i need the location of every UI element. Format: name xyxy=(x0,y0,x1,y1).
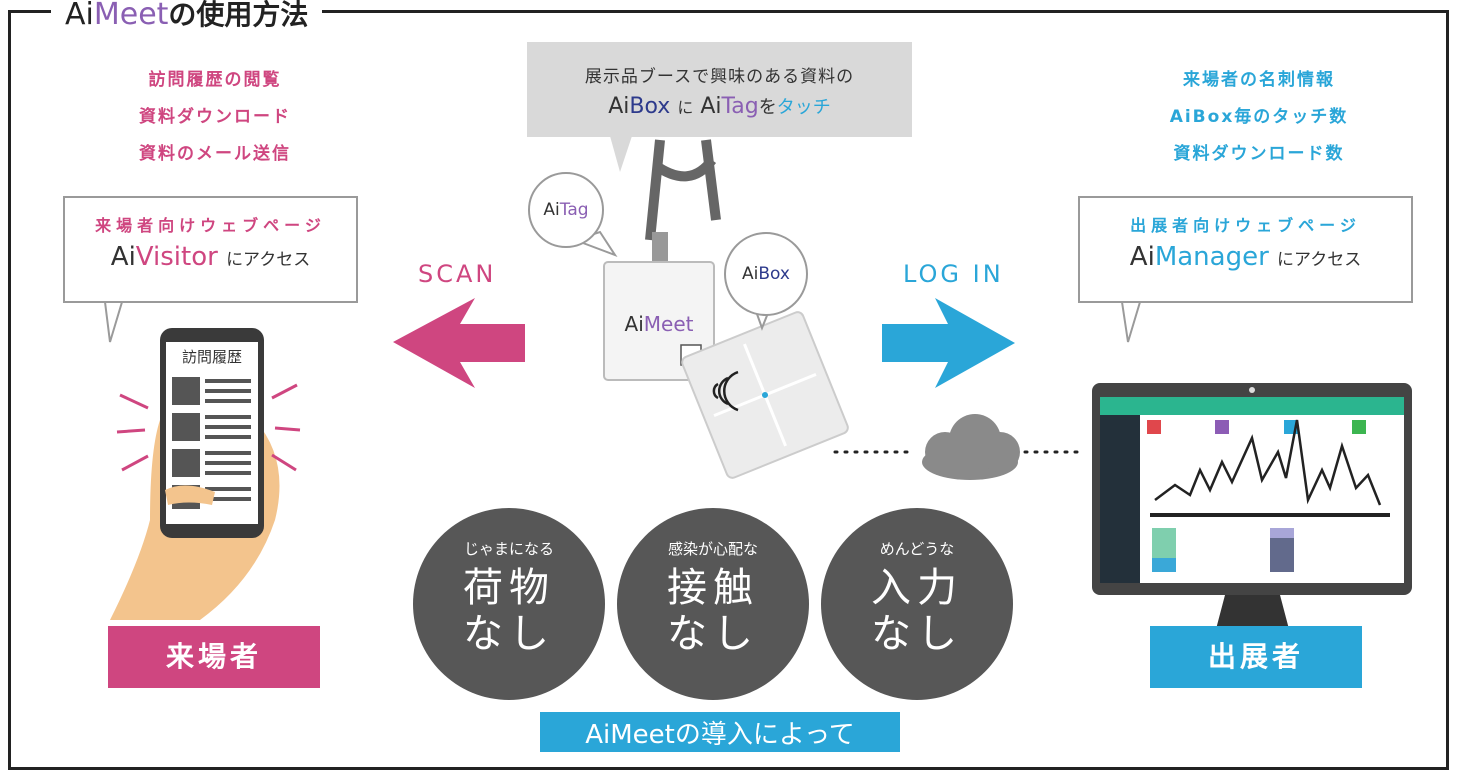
login-arrow-icon xyxy=(882,298,1015,388)
visitor-web-bubble: 来場者向けウェブページ AiVisitor にアクセス xyxy=(63,196,358,303)
visitor-bubble-access: AiVisitor にアクセス xyxy=(110,242,311,272)
vibration-lines-icon xyxy=(116,383,301,472)
aibox-bubble: AiBox xyxy=(724,232,808,316)
login-label: LOG IN xyxy=(903,260,1004,288)
visitor-role-label: 来場者 xyxy=(108,626,320,688)
benefit-circle: めんどうな 入力 なし xyxy=(821,508,1013,700)
monitor-stand xyxy=(1215,595,1290,633)
instruction-line: 展示品ブースで興味のある資料の xyxy=(584,67,855,87)
visitor-feature: 資料のメール送信 xyxy=(139,144,291,164)
intro-banner: AiMeetの導入によって xyxy=(540,712,900,752)
benefit-circle: じゃまになる 荷物 なし xyxy=(413,508,605,700)
visitor-features: 訪問履歴の閲覧 資料ダウンロード 資料のメール送信 xyxy=(60,62,370,173)
lanyard-strap xyxy=(645,139,721,241)
instruction-bubble-tail xyxy=(610,136,632,172)
visitor-bubble-tail xyxy=(103,301,124,343)
visitor-bubble-heading: 来場者向けウェブページ xyxy=(95,216,326,235)
lanyard-clip xyxy=(652,232,668,268)
visitor-feature: 訪問履歴の閲覧 xyxy=(148,70,282,90)
scan-label: SCAN xyxy=(418,260,497,288)
diagram-graphics xyxy=(103,136,1412,636)
aimeet-badge-logo: AiMeet xyxy=(624,312,694,336)
exhibitor-feature: 資料ダウンロード数 xyxy=(1173,144,1345,164)
phone-header: 訪問履歴 xyxy=(181,348,242,366)
dashboard-header xyxy=(1100,397,1404,415)
thumb-icon xyxy=(165,485,215,505)
scan-arrow-icon xyxy=(393,298,525,388)
instruction-bubble: 展示品ブースで興味のある資料の AiBox に AiTagをタッチ xyxy=(527,42,912,137)
aitag-bubble: AiTag xyxy=(528,172,604,248)
instruction-touch: AiBox に AiTagをタッチ xyxy=(608,94,831,119)
exhibitor-role-label: 出展者 xyxy=(1150,626,1362,688)
dashboard-sidebar xyxy=(1100,415,1140,583)
exhibitor-features: 来場者の名刺情報 AiBox毎のタッチ数 資料ダウンロード数 xyxy=(1104,62,1414,173)
cloud-icon xyxy=(922,414,1020,480)
aibox-device xyxy=(681,311,849,479)
exhibitor-bubble-heading: 出展者向けウェブページ xyxy=(1130,216,1361,235)
visitor-feature: 資料ダウンロード xyxy=(139,107,291,127)
exhibitor-bubble-access: AiManager にアクセス xyxy=(1129,242,1362,272)
exhibitor-web-bubble: 出展者向けウェブページ AiManager にアクセス xyxy=(1078,196,1413,303)
dashboard-line-chart xyxy=(1154,419,1382,506)
exhibitor-feature: AiBox毎のタッチ数 xyxy=(1169,107,1349,127)
exhibitor-bubble-tail xyxy=(1120,301,1142,343)
exhibitor-feature: 来場者の名刺情報 xyxy=(1183,70,1335,90)
page-title: AiMeetの使用方法 xyxy=(51,0,323,31)
nfc-waves-icon xyxy=(712,370,739,412)
benefit-circle: 感染が心配な 接触 なし xyxy=(617,508,809,700)
